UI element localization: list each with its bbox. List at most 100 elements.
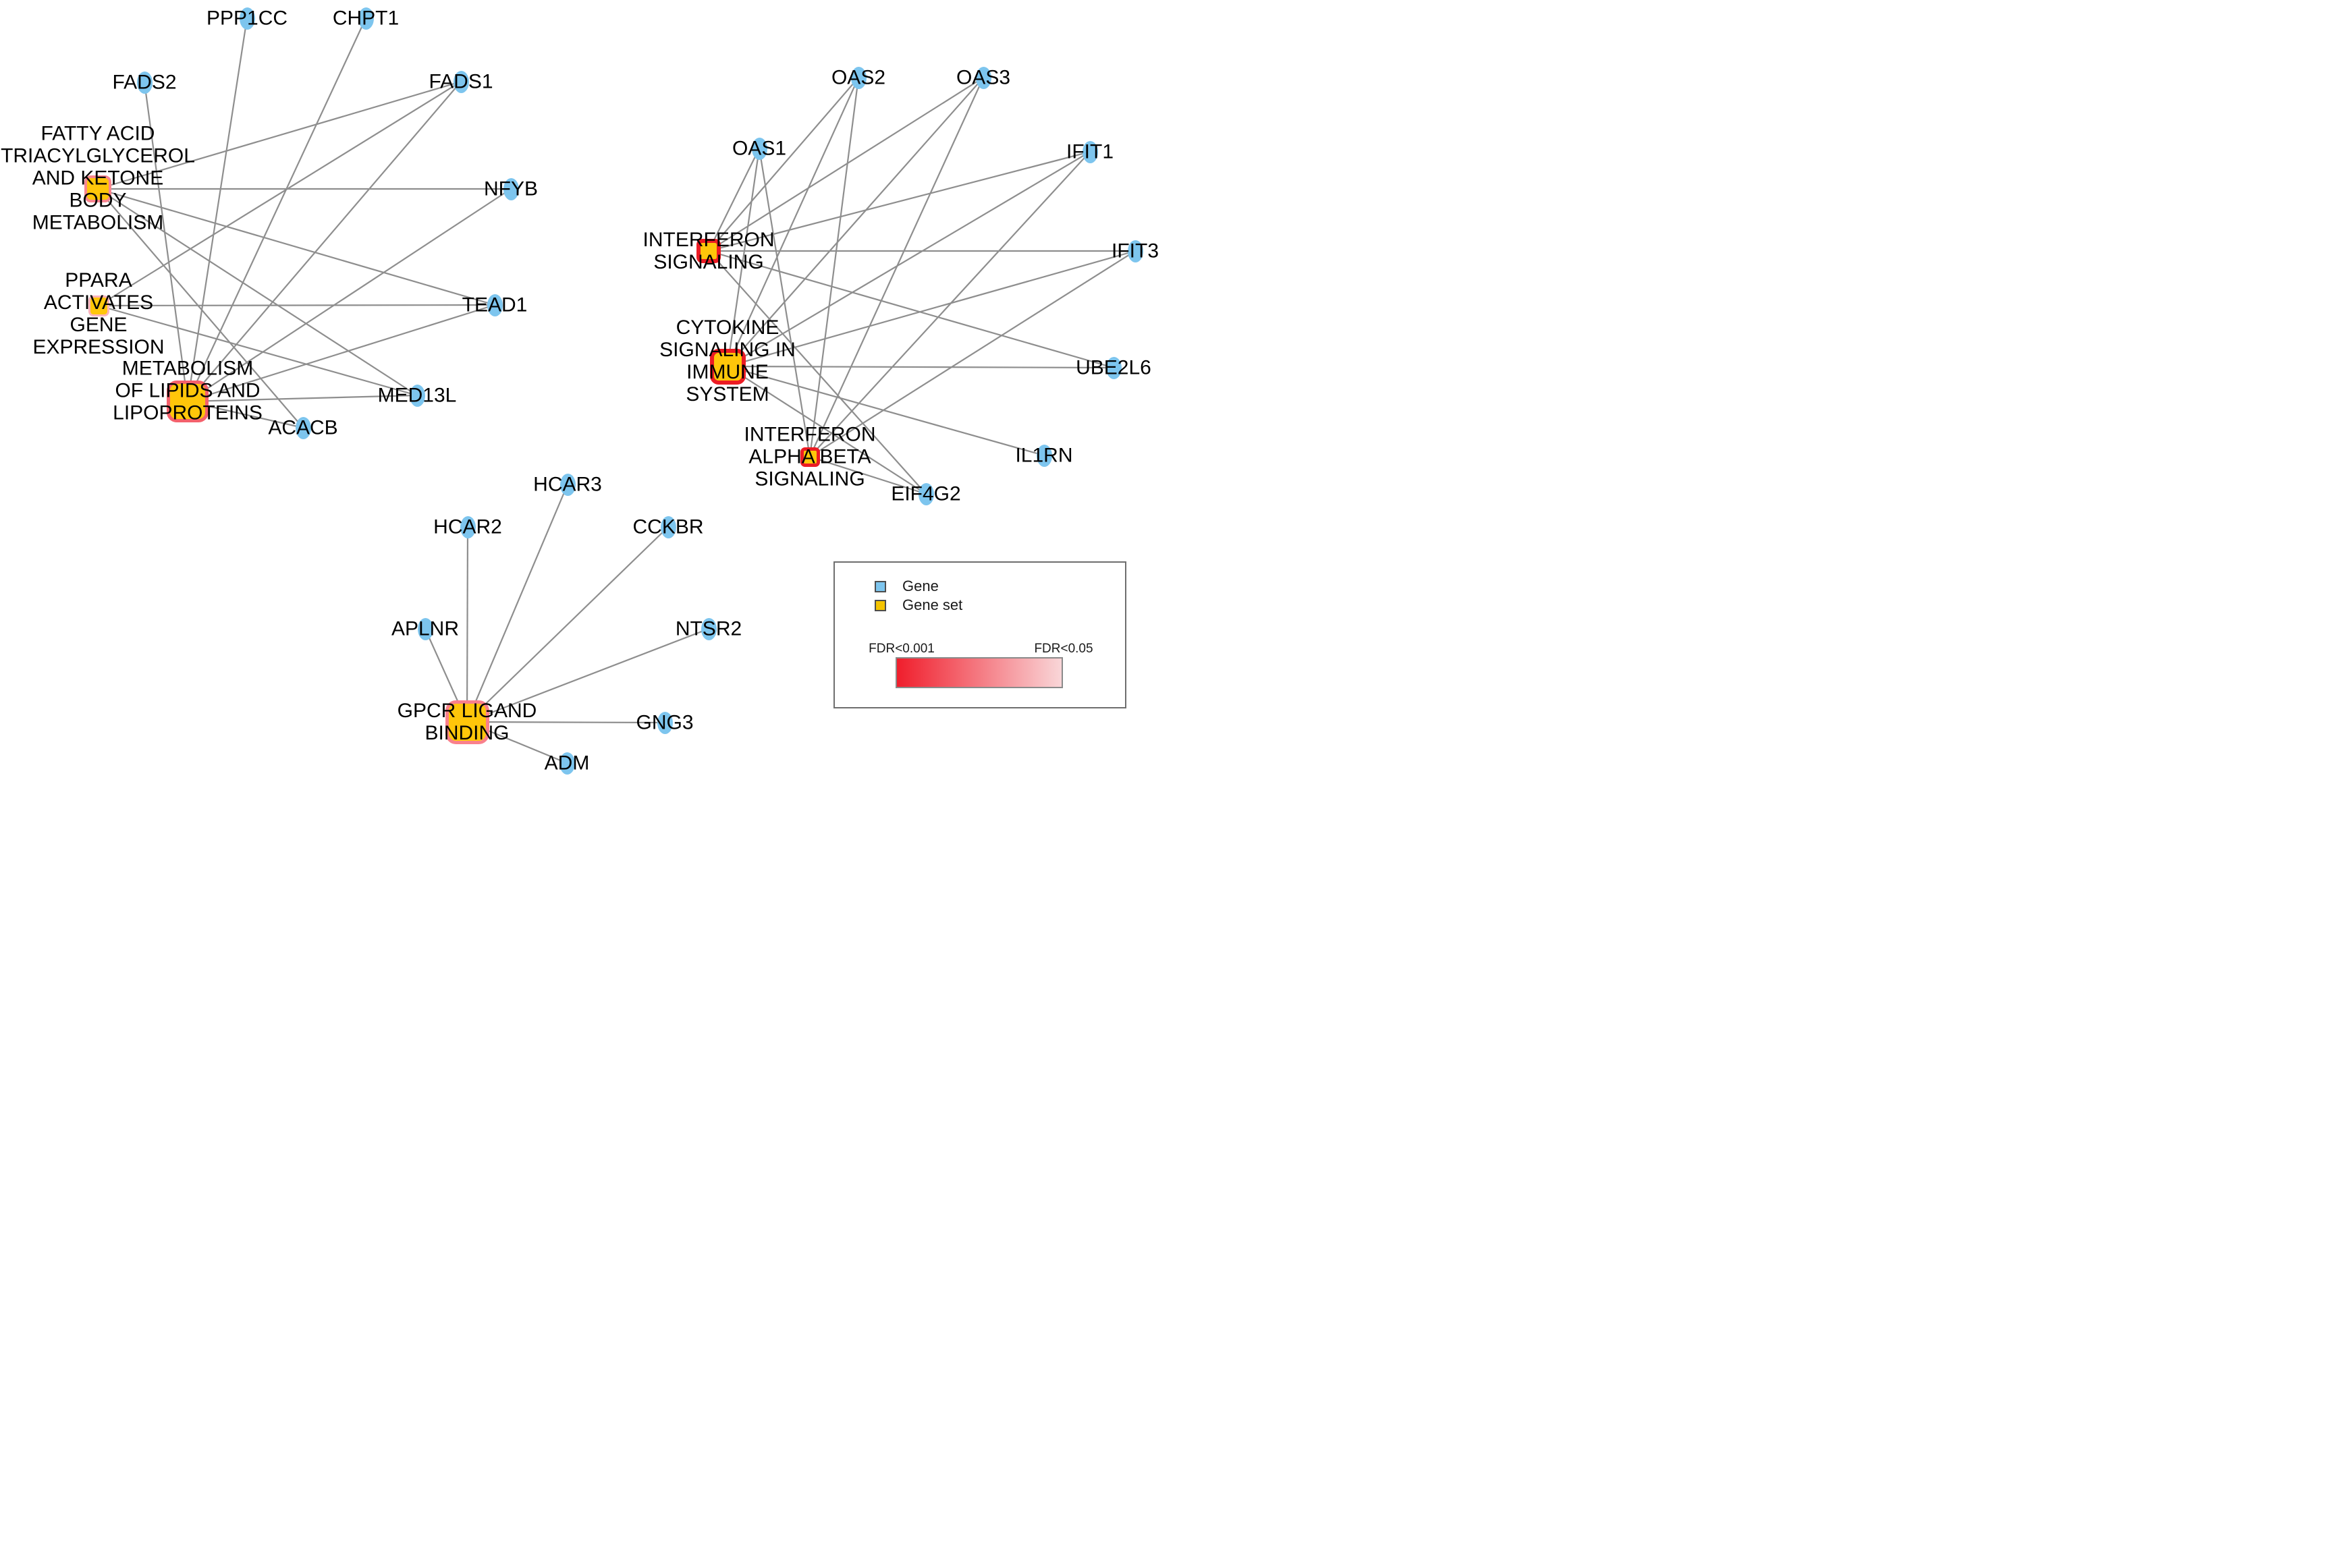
gene-label-APLNR: APLNR	[391, 617, 460, 640]
gene-node-IFIT1	[1082, 140, 1098, 163]
gene-node-UBE2L6	[1105, 356, 1122, 379]
gene-set-label-ifn_alpha_beta: INTERFERON ALPHA BETA SIGNALING	[744, 423, 876, 491]
gene-set-label-cytokine_immune: CYTOKINE SIGNALING IN IMMUNE SYSTEM	[659, 316, 796, 405]
legend-row-gene-set: Gene set	[875, 596, 962, 614]
gene-set-node-gpcr_ligand	[445, 700, 489, 744]
edge-ifn_signaling-UBE2L6	[708, 250, 1114, 369]
gene-label-NFYB: NFYB	[483, 177, 539, 200]
gene-node-OAS2	[850, 66, 867, 89]
edge-gpcr_ligand-GNG3	[466, 721, 665, 724]
gene-set-node-ppara	[88, 295, 109, 316]
gene-set-label-met_lipids: METABOLISM OF LIPIDS AND LIPOPROTEINS	[113, 357, 263, 424]
legend-row-gene: Gene	[875, 578, 939, 595]
edge-ifn_signaling-OAS3	[708, 77, 984, 252]
gene-label-EIF4G2: EIF4G2	[891, 482, 961, 505]
gene-node-IL1RN	[1036, 444, 1052, 467]
gene-node-NFYB	[503, 177, 519, 200]
edge-fatty_acid_ketone-MED13L	[97, 188, 418, 396]
edge-cytokine_immune-OAS3	[727, 77, 984, 367]
edge-ifn_alpha_beta-OAS1	[758, 148, 811, 457]
gene-node-MED13L	[409, 384, 425, 407]
gene-node-EIF4G2	[918, 482, 934, 505]
gene-node-TEAD1	[487, 293, 503, 316]
edge-ifn_alpha_beta-OAS2	[809, 77, 860, 457]
gene-label-OAS1: OAS1	[732, 137, 787, 160]
gene-set-network-figure: Gene Gene set FDR<0.001 FDR<0.05 FATTY A…	[0, 0, 1164, 784]
gene-node-IFIT3	[1127, 240, 1143, 262]
gene-label-MED13L: MED13L	[377, 384, 457, 407]
edge-ppara-TEAD1	[98, 304, 495, 307]
edge-ppara-MED13L	[98, 304, 418, 397]
legend-gene-label: Gene	[902, 578, 939, 594]
gene-label-HCAR3: HCAR3	[533, 473, 602, 496]
gene-swatch-icon	[875, 580, 886, 592]
edge-ifn_signaling-OAS1	[708, 148, 760, 252]
edge-ifn_alpha_beta-IFIT1	[809, 151, 1091, 457]
edge-cytokine_immune-OAS1	[726, 148, 761, 367]
edge-cytokine_immune-IFIT3	[727, 250, 1136, 368]
gene-label-UBE2L6: UBE2L6	[1076, 356, 1151, 379]
gene-node-HCAR2	[460, 515, 476, 538]
gene-label-CHPT1: CHPT1	[332, 7, 400, 30]
gene-set-label-fatty_acid_ketone: FATTY ACID TRIACYLGLYCEROL AND KETONE BO…	[1, 122, 195, 234]
gene-label-CCKBR: CCKBR	[632, 515, 704, 538]
gene-node-APLNR	[417, 617, 433, 640]
gene-label-OAS2: OAS2	[831, 66, 886, 89]
gene-label-HCAR2: HCAR2	[433, 515, 502, 538]
edge-met_lipids-MED13L	[187, 394, 418, 403]
gene-set-label-ppara: PPARA ACTIVATES GENE EXPRESSION	[32, 269, 165, 358]
gene-label-NTSR2: NTSR2	[675, 617, 742, 640]
gene-label-IL1RN: IL1RN	[1015, 444, 1073, 467]
gene-label-FADS2: FADS2	[112, 71, 177, 94]
legend-box: Gene Gene set FDR<0.001 FDR<0.05	[833, 561, 1126, 708]
edge-ppara-FADS1	[98, 81, 462, 306]
gene-label-IFIT3: IFIT3	[1111, 240, 1159, 262]
gene-label-OAS3: OAS3	[956, 66, 1011, 89]
gene-node-NTSR2	[701, 617, 717, 640]
edge-ifn_alpha_beta-IFIT3	[809, 250, 1136, 457]
edge-fatty_acid_ketone-FADS1	[97, 80, 462, 190]
gene-node-OAS1	[751, 137, 767, 160]
network-edges	[97, 18, 1136, 764]
edge-ifn_alpha_beta-EIF4G2	[809, 455, 927, 495]
edge-met_lipids-NFYB	[187, 188, 512, 402]
gene-label-IFIT1: IFIT1	[1066, 140, 1114, 163]
gene-node-HCAR3	[559, 473, 576, 496]
gene-node-PPP1CC	[239, 7, 255, 30]
gene-node-FADS1	[453, 70, 469, 93]
edge-gpcr_ligand-HCAR3	[466, 484, 569, 723]
gene-label-GNG3: GNG3	[636, 711, 694, 734]
gene-set-label-ifn_signaling: INTERFERON SIGNALING	[642, 229, 775, 273]
edge-gpcr_ligand-NTSR2	[466, 627, 709, 723]
edge-cytokine_immune-UBE2L6	[727, 365, 1114, 369]
edge-gpcr_ligand-HCAR2	[466, 526, 469, 723]
gene-node-FADS2	[136, 71, 153, 94]
gene-set-node-cytokine_immune	[709, 348, 746, 385]
legend-gene-set-label: Gene set	[902, 596, 963, 613]
edge-ifn_alpha_beta-OAS3	[809, 77, 985, 457]
edge-cytokine_immune-IL1RN	[727, 365, 1045, 457]
gene-set-label-gpcr_ligand: GPCR LIGAND BINDING	[397, 700, 537, 744]
edge-met_lipids-FADS2	[143, 82, 189, 402]
gene-set-node-ifn_alpha_beta	[800, 447, 820, 467]
gene-node-ACACB	[295, 416, 311, 439]
edge-ifn_signaling-OAS2	[708, 77, 859, 252]
fdr-high-label: FDR<0.05	[1034, 642, 1093, 656]
edge-ifn_signaling-EIF4G2	[708, 250, 927, 495]
gene-set-node-met_lipids	[167, 381, 209, 422]
gene-node-OAS3	[975, 66, 991, 89]
edge-cytokine_immune-OAS2	[726, 77, 860, 367]
gene-node-ADM	[559, 752, 575, 775]
edge-cytokine_immune-IFIT1	[727, 151, 1091, 367]
fdr-gradient-bar	[896, 657, 1063, 688]
edge-met_lipids-TEAD1	[187, 304, 495, 403]
gene-label-ADM: ADM	[544, 752, 590, 775]
gene-set-node-fatty_acid_ketone	[84, 175, 111, 202]
gene-set-node-ifn_signaling	[696, 239, 721, 263]
edge-ifn_signaling-IFIT1	[708, 150, 1091, 252]
gene-label-PPP1CC: PPP1CC	[206, 7, 288, 30]
edge-met_lipids-CHPT1	[187, 18, 366, 402]
edge-gpcr_ligand-CCKBR	[466, 526, 669, 723]
gene-node-CCKBR	[660, 515, 676, 538]
edge-fatty_acid_ketone-ACACB	[97, 188, 304, 428]
